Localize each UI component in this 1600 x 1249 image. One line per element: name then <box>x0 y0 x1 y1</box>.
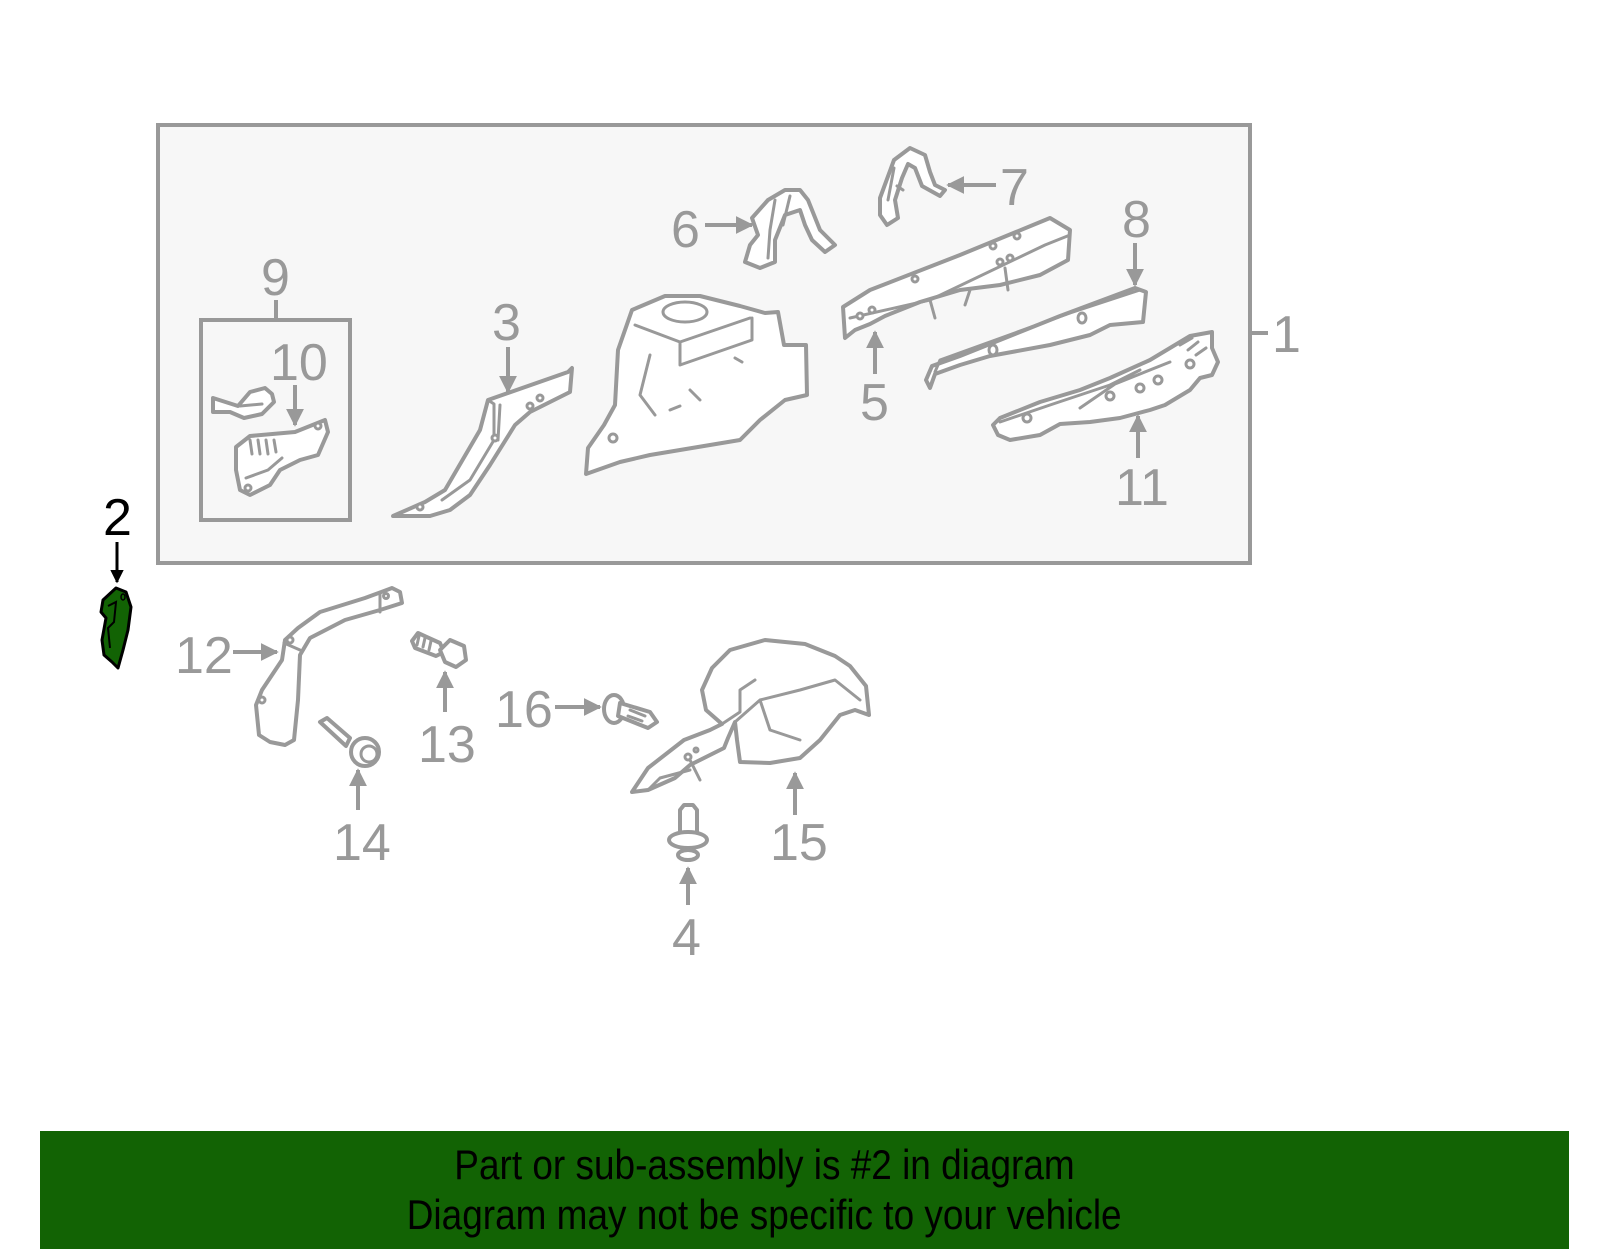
svg-text:6: 6 <box>671 201 700 259</box>
callout-5[interactable]: 5 <box>860 330 889 432</box>
callout-13[interactable]: 13 <box>418 670 476 774</box>
part-2-highlighted[interactable] <box>99 586 133 670</box>
part-8-rail[interactable] <box>924 286 1148 390</box>
svg-text:16: 16 <box>495 681 553 739</box>
svg-text:2: 2 <box>103 489 132 547</box>
callout-9[interactable]: 9 <box>261 249 290 320</box>
callout-8[interactable]: 8 <box>1122 191 1151 287</box>
part-7-bracket[interactable] <box>878 146 947 227</box>
callout-7[interactable]: 7 <box>946 159 1029 217</box>
part-16-clip[interactable] <box>602 693 659 730</box>
callout-16[interactable]: 16 <box>495 681 602 739</box>
part-3-rail[interactable] <box>391 366 574 518</box>
part-15-liner[interactable] <box>630 638 871 794</box>
part-6-bracket[interactable] <box>743 188 837 270</box>
part-11-rail[interactable] <box>991 330 1220 442</box>
callout-4[interactable]: 4 <box>672 866 701 967</box>
svg-text:4: 4 <box>672 909 701 967</box>
callout-2[interactable]: 2 <box>103 489 132 584</box>
callout-10[interactable]: 10 <box>270 334 328 427</box>
callout-15[interactable]: 15 <box>770 771 828 872</box>
svg-text:3: 3 <box>492 294 521 352</box>
svg-text:12: 12 <box>175 627 233 685</box>
svg-text:13: 13 <box>418 716 476 774</box>
svg-text:15: 15 <box>770 814 828 872</box>
callout-6[interactable]: 6 <box>671 201 754 259</box>
part-4-clip[interactable] <box>667 803 709 862</box>
banner-line-disclaimer: Diagram may not be specific to your vehi… <box>407 1191 1122 1238</box>
svg-text:5: 5 <box>860 374 889 432</box>
callout-14[interactable]: 14 <box>333 768 391 872</box>
part-9-bracket[interactable] <box>211 386 276 420</box>
info-banner: Part or sub-assembly is #2 in diagram Di… <box>40 1131 1569 1249</box>
callout-3[interactable]: 3 <box>492 294 521 394</box>
callout-12[interactable]: 12 <box>175 627 279 685</box>
callout-1[interactable]: 1 <box>1250 306 1301 364</box>
svg-text:14: 14 <box>333 814 391 872</box>
svg-text:10: 10 <box>270 334 328 392</box>
callout-11[interactable]: 11 <box>1115 414 1169 517</box>
banner-line-part: Part or sub-assembly is #2 in diagram <box>454 1141 1075 1188</box>
svg-text:8: 8 <box>1122 191 1151 249</box>
part-5-rail[interactable] <box>841 216 1072 340</box>
svg-text:9: 9 <box>261 249 290 307</box>
svg-text:7: 7 <box>1000 159 1029 217</box>
part-10-bracket[interactable] <box>234 418 330 497</box>
part-1-wheelhouse-panel[interactable] <box>584 294 809 476</box>
part-13-bolt[interactable] <box>410 631 468 669</box>
part-12-bracket[interactable] <box>254 586 404 747</box>
svg-text:11: 11 <box>1115 459 1169 517</box>
part-14-clip[interactable] <box>318 716 381 768</box>
svg-text:1: 1 <box>1272 306 1301 364</box>
